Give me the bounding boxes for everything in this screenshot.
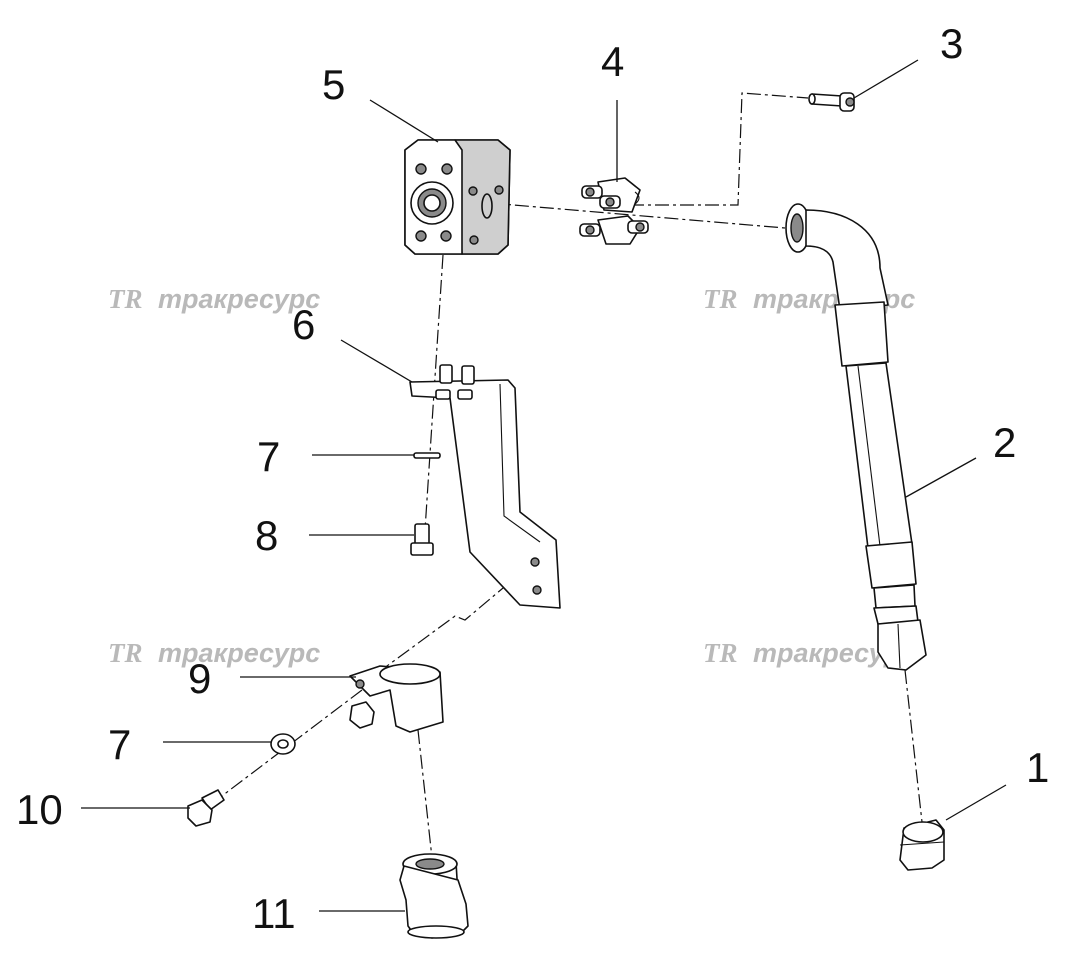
axis-bracket-clamp (367, 566, 529, 681)
leader-lines (81, 59, 1007, 912)
watermark-top-left: TR тракресурс (108, 284, 320, 314)
watermark-logo: TR (108, 638, 143, 668)
callout-1: 1 (1026, 744, 1049, 791)
watermark-logo: TR (703, 284, 738, 314)
part-3-screw (808, 92, 855, 112)
callout-7-lower: 7 (108, 721, 131, 768)
callout-6: 6 (292, 301, 315, 348)
watermark-text: тракресурс (158, 638, 320, 668)
part-7-washer-lower (270, 733, 296, 755)
watermark-bottom-left: TR тракресурс (108, 638, 320, 668)
part-2-hose (785, 203, 927, 671)
watermark-logo: TR (108, 284, 143, 314)
watermark-top-right: TR тракресурс (703, 284, 915, 314)
part-4-split-flange (579, 177, 649, 245)
callout-2: 2 (993, 419, 1016, 466)
axis-screw (630, 92, 809, 206)
callout-4: 4 (601, 38, 624, 85)
part-1-nut (899, 819, 945, 871)
callout-3: 3 (940, 20, 963, 67)
watermark-text: тракресурс (753, 284, 915, 314)
part-5-flange-block (404, 139, 511, 255)
part-8-bolt (410, 523, 434, 556)
callout-10: 10 (16, 786, 63, 833)
part-10-bolt (187, 789, 225, 827)
callouts: 1 2 3 4 5 6 7 8 9 7 10 11 (16, 20, 1049, 937)
axis-clamp-bushing (417, 729, 433, 859)
callout-7-upper: 7 (257, 433, 280, 480)
part-9-clamp (349, 663, 444, 733)
leader-1 (945, 784, 1007, 821)
leader-3 (853, 59, 919, 99)
callout-11: 11 (252, 890, 296, 937)
watermark-text: тракресурс (158, 284, 320, 314)
part-11-bushing (399, 853, 469, 939)
leader-2 (905, 457, 977, 498)
assembly-lines (209, 92, 923, 859)
leader-5 (369, 99, 439, 143)
axis-hose-nut (904, 669, 923, 823)
watermark-logo: TR (703, 638, 738, 668)
part-6-bracket (409, 364, 561, 609)
callout-8: 8 (255, 512, 278, 559)
leader-6 (340, 339, 413, 383)
callout-5: 5 (322, 61, 345, 108)
callout-9: 9 (188, 655, 211, 702)
part-7-washer-upper (413, 452, 441, 459)
